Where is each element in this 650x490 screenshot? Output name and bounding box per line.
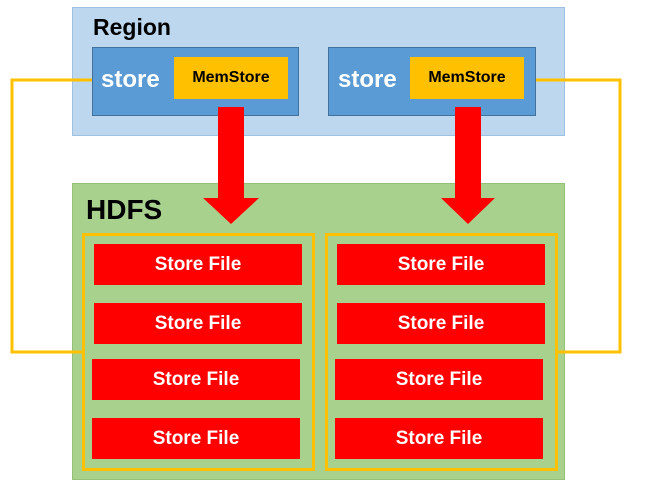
store-label-1: store — [101, 66, 160, 93]
store-file-2-3: Store File — [335, 359, 543, 400]
store-file-1-2: Store File — [94, 303, 302, 344]
memstore-1: MemStore — [174, 57, 288, 99]
hdfs-title: HDFS — [86, 194, 163, 225]
store-file-2-2: Store File — [337, 303, 545, 344]
region-title: Region — [93, 14, 171, 40]
store-label-2: store — [338, 66, 397, 93]
store-file-2-4: Store File — [335, 418, 543, 459]
store-file-1-4: Store File — [92, 418, 300, 459]
store-file-2-1: Store File — [337, 244, 545, 285]
memstore-2: MemStore — [410, 57, 524, 99]
store-file-1-1: Store File — [94, 244, 302, 285]
store-file-1-3: Store File — [92, 359, 300, 400]
